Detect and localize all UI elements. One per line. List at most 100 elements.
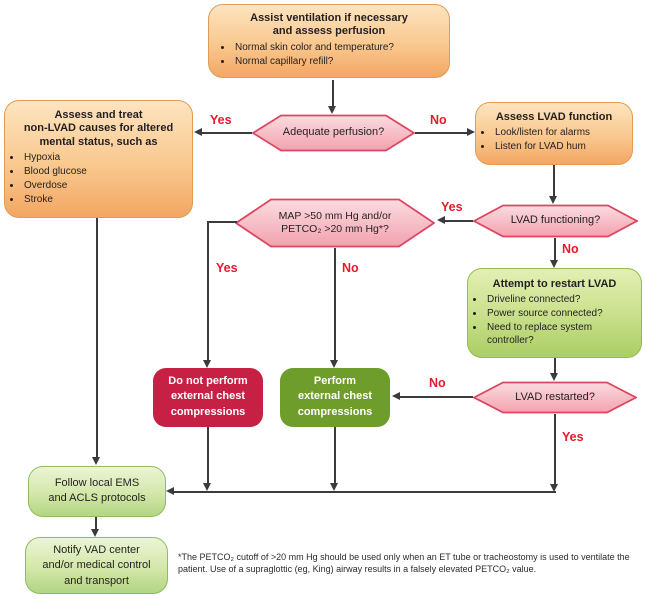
arrow-map-yes-hline bbox=[208, 221, 237, 223]
bullet-item: Look/listen for alarms bbox=[493, 127, 632, 140]
bullet-list: Look/listen for alarms Listen for LVAD h… bbox=[476, 127, 632, 154]
bullet-item: Stroke bbox=[22, 194, 192, 207]
decision-map-petco2: MAP >50 mm Hg and/or PETCO₂ >20 mm Hg*? bbox=[235, 198, 435, 248]
edge-label-restarted-yes: Yes bbox=[562, 430, 584, 444]
decision-adequate-perfusion: Adequate perfusion? bbox=[252, 114, 415, 152]
arrow-collector-line bbox=[172, 491, 556, 493]
edge-label-restarted-no: No bbox=[429, 376, 446, 390]
arrow-follow-to-notify-head bbox=[91, 529, 99, 537]
bullet-item: Listen for LVAD hum bbox=[493, 141, 632, 154]
node-heading: Attempt to restart LVAD bbox=[492, 278, 617, 290]
edge-label-functioning-no: No bbox=[562, 242, 579, 256]
arrow-adequate-yes-head bbox=[194, 128, 202, 136]
arrow-map-yes-vline bbox=[207, 221, 209, 361]
node-heading: Assess LVAD function bbox=[495, 111, 613, 123]
bullet-item: Blood glucose bbox=[22, 166, 192, 179]
arrow-functioning-no-line bbox=[554, 238, 556, 261]
hexagon-shape bbox=[252, 114, 415, 152]
arrow-attempt-to-restarted-line bbox=[554, 358, 556, 374]
edge-label-map-yes: Yes bbox=[216, 261, 238, 275]
decision-question: MAP >50 mm Hg and/or PETCO₂ >20 mm Hg*? bbox=[235, 198, 435, 248]
node-text: Notify VAD center and/or medical control… bbox=[26, 543, 167, 589]
arrow-assist-to-adequate-line bbox=[332, 80, 334, 107]
decision-question: LVAD functioning? bbox=[510, 214, 601, 227]
footnote-text: *The PETCO₂ cutoff of >20 mm Hg should b… bbox=[178, 552, 630, 574]
arrow-assess-to-functioning-line bbox=[553, 165, 555, 198]
node-do-not-perform-compressions: Do not perform external chest compressio… bbox=[153, 368, 263, 427]
hexagon-shape bbox=[473, 381, 637, 414]
node-notify-vad-center: Notify VAD center and/or medical control… bbox=[25, 537, 168, 594]
hexagon-shape bbox=[235, 198, 435, 248]
node-text-line: external chest bbox=[171, 390, 245, 403]
arrow-performnode-down-line bbox=[334, 427, 336, 484]
node-heading: mental status, such as bbox=[39, 135, 158, 148]
decision-lvad-restarted: LVAD restarted? bbox=[473, 381, 637, 414]
arrow-adequate-no-line bbox=[415, 132, 468, 134]
node-assess-lvad-function: Assess LVAD function Look/listen for ala… bbox=[475, 102, 633, 165]
node-text-line: Perform bbox=[313, 375, 357, 387]
node-heading: and assess perfusion bbox=[272, 25, 386, 38]
bullet-item: Need to replace system controller? bbox=[485, 322, 641, 348]
node-text-line: external chest bbox=[298, 390, 372, 403]
decision-question-line2: PETCO₂ >20 mm Hg*? bbox=[281, 223, 389, 235]
bullet-item: Hypoxia bbox=[22, 152, 192, 165]
arrow-collector-head bbox=[166, 487, 174, 495]
bullet-item: Overdose bbox=[22, 180, 192, 193]
node-text: Follow local EMS and ACLS protocols bbox=[29, 476, 165, 507]
node-text: Perform external chest compressions bbox=[280, 374, 390, 420]
node-text-line: Do not perform bbox=[168, 375, 248, 387]
arrow-restarted-yes-line bbox=[554, 414, 556, 485]
edge-label-adequate-yes: Yes bbox=[210, 113, 232, 127]
node-perform-compressions: Perform external chest compressions bbox=[280, 368, 390, 427]
arrow-map-no-line bbox=[334, 248, 336, 361]
arrow-functioning-yes-head bbox=[437, 216, 445, 224]
node-text-line: and transport bbox=[64, 574, 129, 587]
edge-label-functioning-yes: Yes bbox=[441, 200, 463, 214]
decision-question: Adequate perfusion? bbox=[282, 126, 385, 139]
arrow-restarted-no-line bbox=[398, 396, 473, 398]
node-attempt-restart-lvad: Attempt to restart LVAD Driveline connec… bbox=[467, 268, 642, 358]
bullet-list: Hypoxia Blood glucose Overdose Stroke bbox=[5, 152, 192, 206]
arrow-follow-to-notify-line bbox=[95, 517, 97, 530]
decision-question-line1: MAP >50 mm Hg and/or bbox=[278, 209, 392, 222]
arrow-nonlvad-to-follow-line bbox=[96, 218, 98, 458]
edge-label-map-no: No bbox=[342, 261, 359, 275]
decision-question: LVAD restarted? bbox=[515, 390, 595, 403]
node-follow-protocols: Follow local EMS and ACLS protocols bbox=[28, 466, 166, 517]
edge-label-adequate-no: No bbox=[430, 113, 447, 127]
bullet-item: Power source connected? bbox=[485, 308, 641, 321]
node-text-line: compressions bbox=[170, 405, 246, 418]
arrow-adequate-yes-line bbox=[200, 132, 252, 134]
bullet-item: Normal skin color and temperature? bbox=[233, 42, 449, 55]
decision-lvad-functioning: LVAD functioning? bbox=[473, 204, 638, 238]
arrow-assess-to-functioning-head bbox=[549, 196, 557, 204]
bullet-list: Driveline connected? Power source connec… bbox=[468, 294, 641, 347]
node-text-line: compressions bbox=[297, 405, 373, 418]
arrow-performnode-down-head bbox=[330, 483, 338, 491]
node-text-line: and/or medical control bbox=[42, 559, 151, 572]
arrow-assist-to-adequate-head bbox=[328, 106, 336, 114]
bullet-list: Normal skin color and temperature? Norma… bbox=[209, 42, 449, 69]
arrow-nonlvad-to-follow-head bbox=[92, 457, 100, 465]
arrow-rednode-down-head bbox=[203, 483, 211, 491]
arrow-adequate-no-head bbox=[467, 128, 475, 136]
bullet-item: Driveline connected? bbox=[485, 294, 641, 307]
node-text-line: Follow local EMS bbox=[54, 477, 140, 489]
node-text: Do not perform external chest compressio… bbox=[153, 374, 263, 420]
arrow-restarted-yes-head bbox=[550, 484, 558, 492]
arrow-functioning-no-head bbox=[550, 260, 558, 268]
arrow-attempt-to-restarted-head bbox=[550, 373, 558, 381]
node-heading: Assist ventilation if necessary bbox=[250, 12, 408, 24]
hexagon-shape bbox=[473, 204, 638, 238]
node-heading: Assess and treat bbox=[54, 109, 143, 121]
node-text-line: and ACLS protocols bbox=[48, 492, 146, 505]
arrow-restarted-no-head bbox=[392, 392, 400, 400]
node-assess-non-lvad-causes: Assess and treat non-LVAD causes for alt… bbox=[4, 100, 193, 218]
arrow-rednode-down-line bbox=[207, 427, 209, 484]
node-assist-ventilation: Assist ventilation if necessary and asse… bbox=[208, 4, 450, 78]
node-text-line: Notify VAD center bbox=[53, 544, 140, 556]
arrow-functioning-yes-line bbox=[443, 220, 473, 222]
arrow-map-yes-head bbox=[203, 360, 211, 368]
bullet-item: Normal capillary refill? bbox=[233, 56, 449, 69]
